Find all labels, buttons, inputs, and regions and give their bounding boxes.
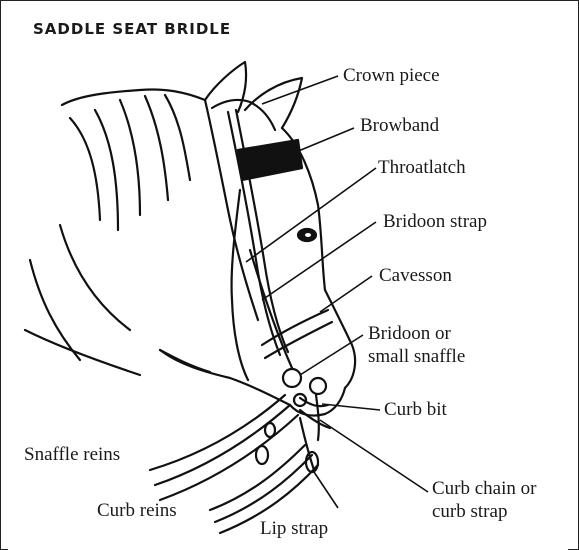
neck-line <box>60 225 130 330</box>
mane-strand <box>120 100 140 215</box>
curb-shank <box>316 395 319 440</box>
leader-bridoon-strap <box>262 222 376 300</box>
label-crown-piece: Crown piece <box>343 65 440 87</box>
mane-strand <box>95 110 118 230</box>
label-lip-strap: Lip strap <box>260 518 328 540</box>
label-curb-chain-line2: curb strap <box>432 501 507 523</box>
label-cavesson: Cavesson <box>379 265 452 287</box>
jaw-line <box>160 350 290 405</box>
label-browband: Browband <box>360 115 439 137</box>
label-snaffle-reins: Snaffle reins <box>24 444 120 466</box>
label-bridoon-strap: Bridoon strap <box>383 211 487 233</box>
bridoon-ring <box>283 369 301 387</box>
label-curb-reins: Curb reins <box>97 500 177 522</box>
leader-curb-chain <box>320 420 428 492</box>
mane-strand <box>70 118 100 220</box>
label-bridoon-line2: small snaffle <box>368 346 465 368</box>
mane-outline <box>62 89 205 105</box>
snaffle-rein <box>155 405 290 485</box>
leader-lip-strap <box>314 472 338 508</box>
leader-browband <box>296 128 354 152</box>
browband <box>238 140 302 180</box>
label-curb-bit: Curb bit <box>384 399 447 421</box>
crown-piece-strap <box>212 100 275 130</box>
curb-ring <box>310 378 326 394</box>
label-bridoon-line1: Bridoon or <box>368 323 451 345</box>
leader-throatlatch <box>246 168 376 262</box>
label-throatlatch: Throatlatch <box>378 157 466 179</box>
neck-line <box>25 330 140 375</box>
mane-strand <box>145 96 168 200</box>
left-ear <box>205 62 246 112</box>
leader-crown-piece <box>262 76 338 104</box>
throat-line <box>160 350 210 372</box>
mane-strand <box>165 95 190 180</box>
throatlatch-strap <box>232 190 248 380</box>
bridoon-strap <box>250 250 292 368</box>
label-curb-chain-line1: Curb chain or <box>432 478 536 500</box>
rein-buckle <box>256 446 268 464</box>
leader-curb-bit <box>322 404 380 410</box>
neck-line <box>30 260 80 360</box>
